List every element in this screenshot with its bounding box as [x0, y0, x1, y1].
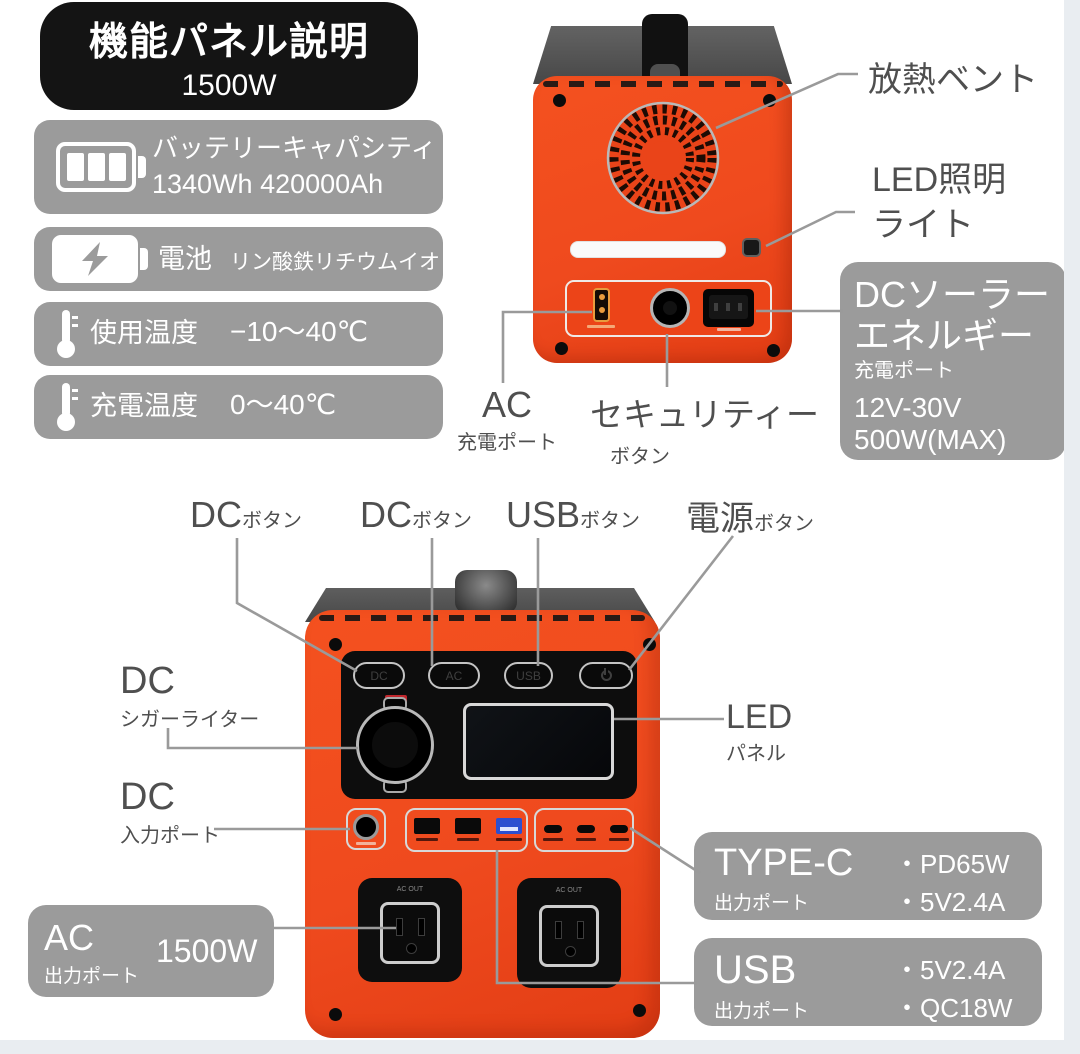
usb-output-callout-box: USB 出力ポート ・5V2.4A ・QC18W	[694, 938, 1042, 1026]
control-panel: DC AC USB	[341, 651, 637, 799]
led-panel-callout-label: LED パネル	[726, 698, 793, 765]
title-block: 機能パネル説明 1500W	[40, 2, 418, 110]
type-c-output-ports[interactable]	[534, 808, 634, 852]
usb-button[interactable]: USB	[504, 662, 553, 689]
dc-button[interactable]: DC	[353, 662, 405, 689]
dc-button-callout-1: DCボタン	[190, 494, 302, 535]
spec-battery-type: 電池 リン酸鉄リチウムイオン	[34, 227, 461, 291]
led-light-bar	[570, 241, 726, 258]
ac-charge-callout-label: AC 充電ポート	[457, 384, 557, 454]
vent-callout-label: 放熱ベント	[868, 61, 1038, 99]
solar-charge-callout-box: DCソーラー エネルギー 充電ポート 12V-30V 500W(MAX)	[840, 262, 1066, 460]
battery-type-label: 電池	[158, 244, 212, 274]
solar-voltage: 12V-30V	[854, 392, 962, 423]
led-light-button[interactable]	[742, 238, 761, 257]
type-c-small: 出力ポート	[714, 893, 810, 914]
usb-output-item1: ・5V2.4A	[894, 955, 1006, 985]
ac-out-label: AC OUT	[396, 886, 424, 893]
bottom-edge-strip	[0, 1040, 1080, 1054]
power-icon	[600, 670, 612, 681]
dc-solar-charge-inlet[interactable]	[703, 289, 754, 327]
ac-outlet-right[interactable]: AC OUT	[517, 878, 621, 988]
solar-title-line1: DCソーラー	[854, 274, 1050, 315]
thermometer-icon	[57, 383, 78, 431]
type-c-callout-box: TYPE-C 出力ポート ・PD65W ・5V2.4A	[694, 832, 1042, 920]
cooling-fan-vent	[606, 101, 720, 215]
carry-handle-knob	[455, 570, 517, 614]
led-light-callout-label: LED照明 ライト	[872, 161, 1007, 244]
solar-wattage: 500W(MAX)	[854, 424, 1007, 455]
usb-output-item2: ・QC18W	[894, 993, 1013, 1023]
ac-charge-port[interactable]	[593, 288, 610, 322]
device-top-view-body	[533, 76, 792, 363]
security-button[interactable]	[650, 288, 690, 328]
solar-title-line2: エネルギー	[854, 315, 1035, 356]
spec-charging-temp: 充電温度 0〜40℃	[34, 375, 443, 439]
battery-type-value: リン酸鉄リチウムイオン	[230, 251, 461, 274]
usb-qc-port[interactable]	[496, 818, 522, 834]
dc-input-callout-label: DC 入力ポート	[120, 776, 220, 847]
device-front-view-body: DC AC USB	[305, 610, 660, 1038]
power-button-callout: 電源ボタン	[686, 500, 814, 538]
usb-output-small: 出力ポート	[714, 1001, 810, 1022]
spec-battery-capacity: バッテリーキャパシティ 1340Wh 420000Ah	[34, 120, 443, 214]
usb-button-callout: USBボタン	[506, 494, 641, 535]
battery-capacity-value: 1340Wh 420000Ah	[152, 169, 384, 199]
dc-button-callout-2: DCボタン	[360, 494, 472, 535]
page-title: 機能パネル説明	[88, 21, 369, 64]
dc-input-port[interactable]	[346, 808, 386, 850]
type-c-big: TYPE-C	[714, 842, 854, 884]
type-c-item1: ・PD65W	[894, 849, 1010, 879]
ac-out-label: AC OUT	[555, 887, 583, 894]
usb-output-big: USB	[714, 948, 797, 992]
ac-output-callout-box: AC 出力ポート 1500W	[28, 905, 274, 997]
ac-output-wattage: 1500W	[156, 933, 258, 969]
right-edge-strip	[1064, 0, 1080, 1054]
charging-temp-value: 0〜40℃	[230, 389, 337, 420]
ac-output-small: 出力ポート	[44, 966, 140, 987]
cigarette-callout-label: DC シガーライター	[120, 660, 260, 731]
spec-operating-temp: 使用温度 −10〜40℃	[34, 302, 443, 366]
usb-output-ports[interactable]	[405, 808, 528, 852]
thermometer-icon	[57, 310, 78, 358]
page-title-wattage: 1500W	[181, 69, 277, 102]
power-button[interactable]	[579, 662, 633, 689]
charging-temp-label: 充電温度	[90, 391, 198, 421]
operating-temp-value: −10〜40℃	[230, 316, 369, 347]
ac-outlet-left[interactable]: AC OUT	[358, 878, 462, 982]
charge-port-panel	[565, 280, 772, 337]
security-callout-label: セキュリティー ボタン	[590, 396, 820, 468]
operating-temp-label: 使用温度	[90, 318, 198, 348]
ac-output-big: AC	[44, 917, 95, 958]
led-display-panel	[463, 703, 614, 780]
type-c-item2: ・5V2.4A	[894, 887, 1006, 917]
solar-subtitle: 充電ポート	[854, 360, 954, 382]
battery-capacity-label: バッテリーキャパシティ	[152, 133, 437, 163]
ac-button[interactable]: AC	[428, 662, 480, 689]
